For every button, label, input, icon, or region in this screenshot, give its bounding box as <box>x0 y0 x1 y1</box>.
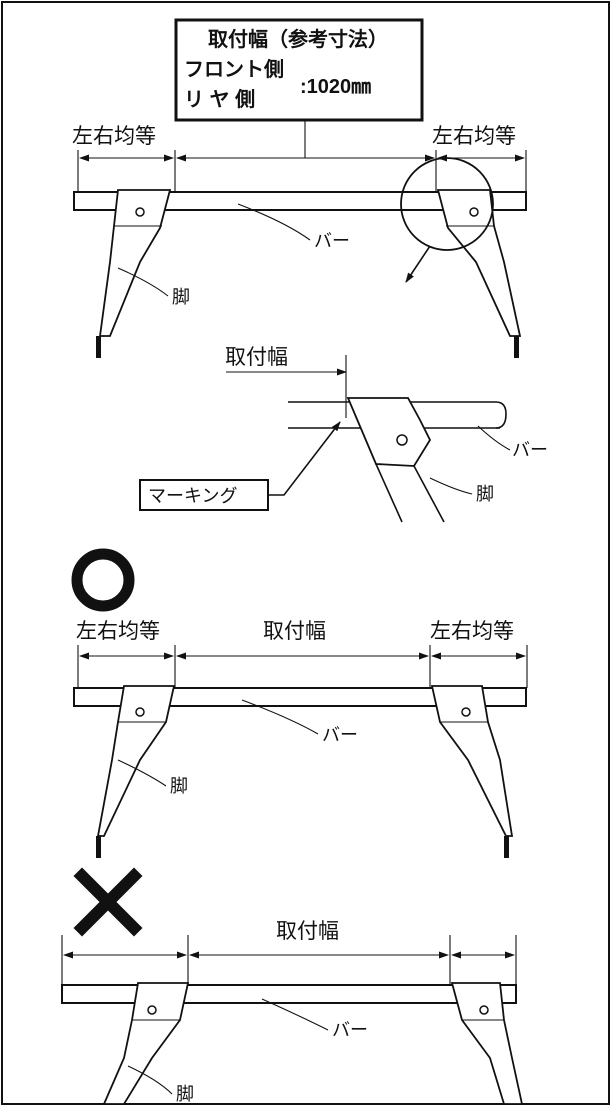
magnifier-circle <box>400 157 494 251</box>
spec-box <box>174 18 424 122</box>
marking-label: マーキング <box>148 486 237 506</box>
bar-label-ok: バー <box>322 725 358 745</box>
bar-label-detail: バー <box>512 440 548 460</box>
mount-width-label-detail: 取付幅 <box>225 346 288 369</box>
spec-front-label: フロント側 <box>184 58 284 81</box>
equal-left-label-ok: 左右均等 <box>76 620 160 643</box>
detail-bracket <box>346 397 432 467</box>
spec-value: :1020㎜ <box>300 76 371 98</box>
right-leg-ng <box>450 982 524 1105</box>
equal-right-label: 左右均等 <box>432 125 516 148</box>
equal-right-label-ok: 左右均等 <box>430 620 514 643</box>
left-leg-ok <box>96 685 176 837</box>
correct-mark-icon <box>71 548 135 612</box>
bar-label-ng: バー <box>332 1020 368 1040</box>
equal-left-label: 左右均等 <box>72 125 156 148</box>
right-leg <box>436 189 522 337</box>
panel-detail: 取付幅 バー 脚 マーキング <box>139 346 548 523</box>
mount-width-label-ng: 取付幅 <box>276 920 339 943</box>
spec-rear-label: リ ヤ 側 <box>184 88 255 111</box>
mount-width-label-ok: 取付幅 <box>263 620 326 643</box>
left-leg <box>98 189 172 337</box>
leg-label-ng: 脚 <box>176 1084 194 1104</box>
leg-label-ok: 脚 <box>170 776 188 796</box>
bar-label: バー <box>314 231 350 251</box>
leg-label: 脚 <box>172 287 190 307</box>
wrong-mark-icon <box>73 867 143 937</box>
leg-label-detail: 脚 <box>476 484 494 504</box>
marking-box <box>139 479 269 511</box>
panel-overview: 取付幅（参考寸法） フロント側 リ ヤ 側 :1020㎜ 左右均等 左右均等 <box>72 18 527 358</box>
panel-wrong: 取付幅 バー 脚 <box>61 867 524 1105</box>
left-leg-ng <box>102 982 190 1105</box>
bar-shape <box>73 191 527 211</box>
right-leg-ok <box>430 685 514 837</box>
spec-title: 取付幅（参考寸法） <box>208 27 388 51</box>
panel-correct: 左右均等 取付幅 左右均等 バー 脚 <box>71 548 528 858</box>
